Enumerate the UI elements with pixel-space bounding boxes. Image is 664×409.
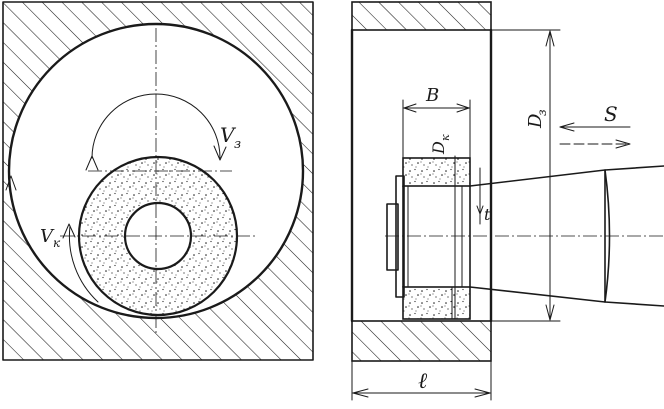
wheel-flange [395,175,405,298]
label-wheel-speed: V [40,226,55,247]
label-bore-length: ℓ [418,369,428,394]
arrow-icon [615,139,631,149]
wheel-nut [386,203,399,271]
arrow-icon [352,388,369,398]
arrow-icon [545,304,555,321]
arrow-icon [5,175,17,191]
label-wheel-width: B [425,85,439,106]
arrow-icon [213,145,227,161]
wheel-section-bottom [402,286,471,320]
label-feed: S [604,102,618,126]
wheel-section-top [402,157,471,187]
arrow-icon [403,103,417,113]
workpiece-top-wall [351,1,492,31]
arrow-icon [456,103,470,113]
workpiece-rotation-arc [91,93,221,159]
workpiece-outline [2,1,314,361]
label-wheel-speed-sub: к [53,236,61,250]
label-wheel-diameter: D [429,141,448,155]
label-depth-of-cut: t [484,205,491,224]
label-bore-diameter-sub: з [535,109,549,116]
workpiece-bottom-wall [351,320,492,362]
arrow-icon [545,30,555,47]
arrow-icon [559,122,575,132]
arrow-icon [476,205,484,215]
arrow-icon [85,155,99,171]
end-view: V з V к [2,1,314,361]
arrow-icon [474,388,491,398]
label-bore-diameter: D [525,113,546,129]
section-view: D з ℓ B D к [350,1,664,401]
label-wheel-diameter-sub: к [439,134,452,141]
wheel-rotation-arc [68,225,99,303]
label-workpiece-speed: V [220,123,237,147]
arrow-icon [62,223,76,239]
label-workpiece-speed-sub: з [234,137,241,152]
